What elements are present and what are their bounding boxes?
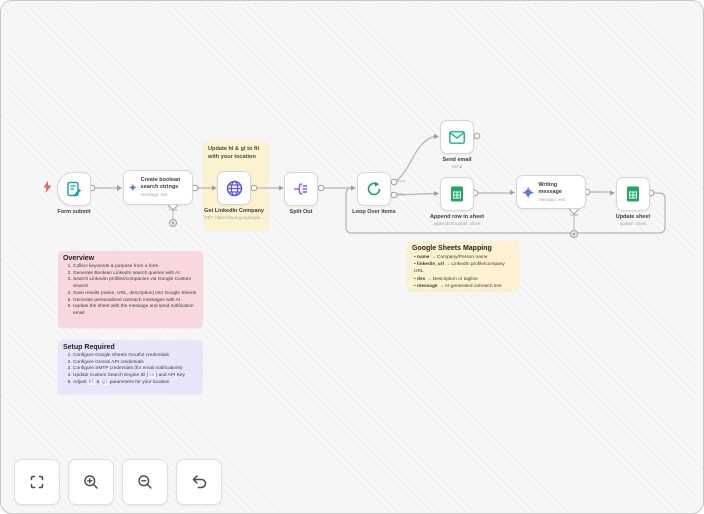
node-box[interactable]	[440, 177, 474, 211]
node-subtitle: Send	[451, 164, 463, 170]
list-item: Configure Google Sheets OAuth2 credentia…	[73, 353, 198, 360]
node-subtitle: appendOrUpdate: sheet	[433, 221, 481, 227]
list-item: linkedin_url → LinkedIn profile/company …	[414, 261, 514, 275]
list-item: Update Custom Search Engine ID (cx) and …	[73, 373, 198, 380]
fit-view-button[interactable]	[14, 459, 60, 505]
list-item: message → AI-generated outreach text	[414, 283, 514, 290]
loop-icon	[367, 181, 381, 196]
node-title: Create boolean search strings	[140, 177, 181, 191]
node-subtitle: message: text	[140, 192, 168, 198]
note-title: Overview	[63, 255, 95, 262]
node-label: Get LinkedIn Company	[204, 208, 264, 214]
note-text: Update hl & gl to fit with your location	[208, 146, 260, 161]
fit-view-icon	[30, 475, 44, 489]
list-item: Configure SMTP credentials (for email no…	[73, 366, 198, 373]
sticky-note-setup-required[interactable]: Setup Required Configure Google Sheets O…	[58, 340, 203, 394]
list-item: Update the sheet with the message and se…	[73, 304, 198, 317]
list-item: Save results (name, URL, description) in…	[73, 291, 198, 298]
tool-port-label: Tools	[569, 213, 579, 217]
node-get-linkedin-company[interactable]: Get LinkedIn Company GET: https://www.go…	[189, 171, 279, 221]
node-label: Split Out	[289, 209, 313, 215]
node-box[interactable]	[284, 172, 318, 206]
node-subtitle: GET: https://www.googleapis...	[204, 215, 264, 221]
node-label: Append row in sheet	[429, 214, 485, 220]
node-send-email[interactable]: Send email Send	[412, 120, 502, 170]
node-writing-message[interactable]: Writing message message: text	[516, 175, 586, 209]
node-box[interactable]	[217, 171, 251, 205]
setup-list: Configure Google Sheets OAuth2 credentia…	[63, 353, 198, 387]
node-subtitle: update: sheet	[619, 221, 647, 227]
node-box[interactable]	[616, 177, 650, 211]
node-create-boolean-search-strings[interactable]: Create boolean search strings message: t…	[123, 170, 193, 205]
node-label: Send email	[442, 157, 472, 163]
tool-port-label: Tools	[168, 208, 178, 212]
node-box[interactable]	[57, 172, 91, 206]
sticky-note-sheets-mapping[interactable]: Google Sheets Mapping name → Company/Per…	[407, 241, 519, 291]
list-item: Search LinkedIn profiles/companies via G…	[73, 277, 198, 290]
node-update-sheet[interactable]: Update sheet update: sheet	[588, 177, 678, 227]
node-label: Loop Over Items	[352, 209, 396, 215]
zoom-in-icon	[84, 475, 98, 489]
zoom-out-icon	[138, 475, 152, 489]
form-icon	[67, 181, 81, 197]
node-split-out[interactable]: Split Out	[256, 172, 346, 216]
gemini-icon	[129, 183, 137, 192]
node-form-submit[interactable]: Form submit	[29, 172, 119, 216]
sticky-note-overview[interactable]: Overview Collect keywords & purpose from…	[58, 251, 203, 328]
sheets-icon	[451, 186, 463, 202]
split-out-icon	[294, 183, 307, 195]
zoom-in-button[interactable]	[68, 459, 114, 505]
node-subtitle: message: text	[538, 196, 566, 202]
zoom-out-button[interactable]	[122, 459, 168, 505]
note-title: Google Sheets Mapping	[412, 245, 492, 252]
list-item: Collect keywords & purpose from a form	[73, 264, 198, 271]
note-title: Setup Required	[63, 344, 115, 351]
sheets-icon	[627, 186, 639, 202]
node-label: Update sheet	[615, 214, 651, 220]
list-item: Generate Boolean LinkedIn search queries…	[73, 271, 198, 278]
list-item: name → Company/Person name	[414, 254, 514, 261]
node-append-row-in-sheet[interactable]: Append row in sheet appendOrUpdate: shee…	[412, 177, 502, 227]
undo-button[interactable]	[176, 459, 222, 505]
list-item: Generate personalized outreach messages …	[73, 298, 198, 305]
mapping-list: name → Company/Person name linkedin_url …	[412, 254, 514, 290]
node-box[interactable]	[357, 172, 391, 206]
overview-list: Collect keywords & purpose from a form G…	[63, 264, 198, 318]
undo-icon	[192, 475, 207, 489]
node-box[interactable]	[440, 120, 474, 154]
trigger-bolt-icon	[43, 181, 52, 193]
list-item: Adjust hl & gl parameters for your locat…	[73, 379, 198, 387]
node-title: Writing message	[538, 181, 562, 195]
node-label: Form submit	[57, 209, 91, 215]
gemini-icon	[522, 185, 535, 199]
globe-icon	[226, 180, 242, 196]
list-item: des → Description or tagline	[414, 276, 514, 283]
node-loop-over-items[interactable]: Loop Over Items	[329, 172, 419, 216]
email-icon	[449, 130, 465, 144]
list-item: Configure Gemini API credentials	[73, 360, 198, 367]
